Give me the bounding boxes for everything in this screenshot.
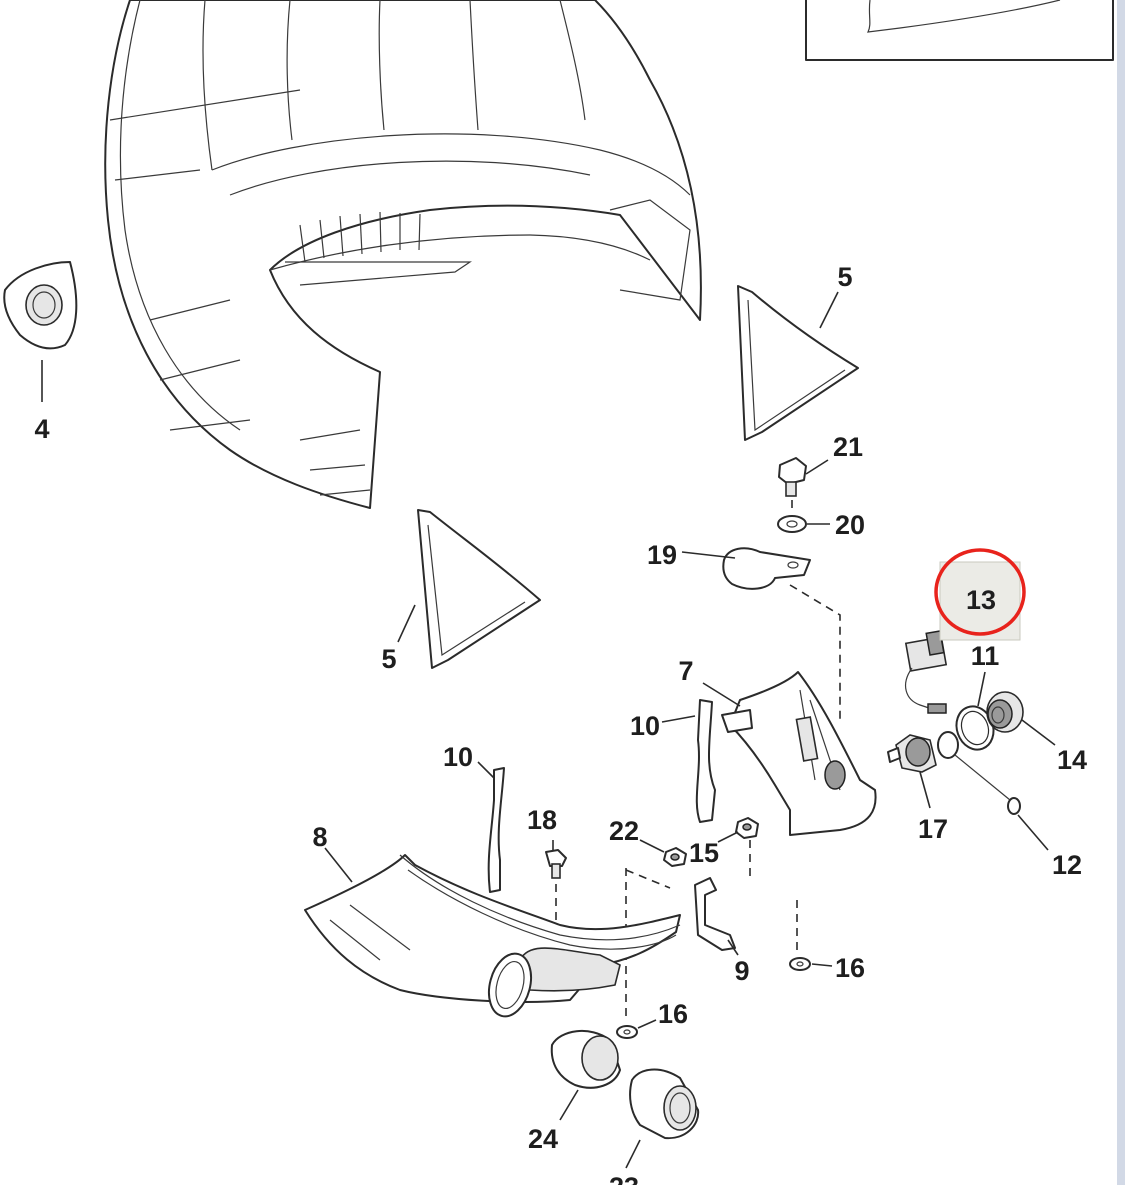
part-7-bracket-housing [702,671,877,836]
callout-5-right: 5 [837,262,852,292]
callout-14: 14 [1057,745,1087,775]
callout-16-right: 16 [835,953,865,983]
callout-16-left: 16 [658,999,688,1029]
callout-10-left: 10 [443,742,473,772]
callout-labels: 4 5 5 21 20 19 13 11 7 10 10 14 17 12 8 … [34,262,1087,1185]
part-12-tether-cap [937,731,1049,851]
callout-18: 18 [527,805,557,835]
callout-4: 4 [34,414,49,444]
top-cowl [104,0,702,509]
part-20-washer [777,515,830,533]
callout-8: 8 [312,822,327,852]
callout-20: 20 [835,510,865,540]
callout-21: 21 [833,432,863,462]
callout-22: 22 [609,816,639,846]
part-21-screw [778,457,829,497]
part-5-seal-right [737,285,859,441]
callout-12: 12 [1052,850,1082,880]
part-9-bracket [694,877,739,956]
part-18-bolt [545,840,567,879]
part-15-nut [717,817,759,843]
part-4-grommet-pad [3,261,78,402]
part-5-seal-left [397,509,541,669]
part-8-lower-cowl [304,847,681,1018]
callout-24: 24 [528,1124,558,1154]
callout-17: 17 [918,814,948,844]
part-13-harness-connector [904,609,967,714]
right-edge-divider [1117,0,1125,1185]
part-16-washer-left [616,1019,657,1039]
callout-13: 13 [966,585,996,615]
part-17-fitting [887,734,937,809]
callout-15: 15 [689,838,719,868]
callout-9: 9 [734,956,749,986]
part-23-sleeve [625,1068,700,1169]
callout-5-left: 5 [381,644,396,674]
callout-10-right: 10 [630,711,660,741]
part-22-nut [639,839,687,867]
part-10-strap-left [477,761,505,893]
part-19-clip [681,547,811,590]
callout-23: 23 [609,1172,639,1185]
inset-detail-box [805,0,1114,61]
highlight-part-13 [934,548,1026,641]
part-16-washer-right [789,957,833,971]
callout-7: 7 [678,656,693,686]
part-10-strap-right [661,699,716,823]
part-14-threaded-plug [986,691,1056,746]
callout-11: 11 [971,641,1000,671]
callout-19: 19 [647,540,677,570]
part-24-cap [550,1029,621,1121]
